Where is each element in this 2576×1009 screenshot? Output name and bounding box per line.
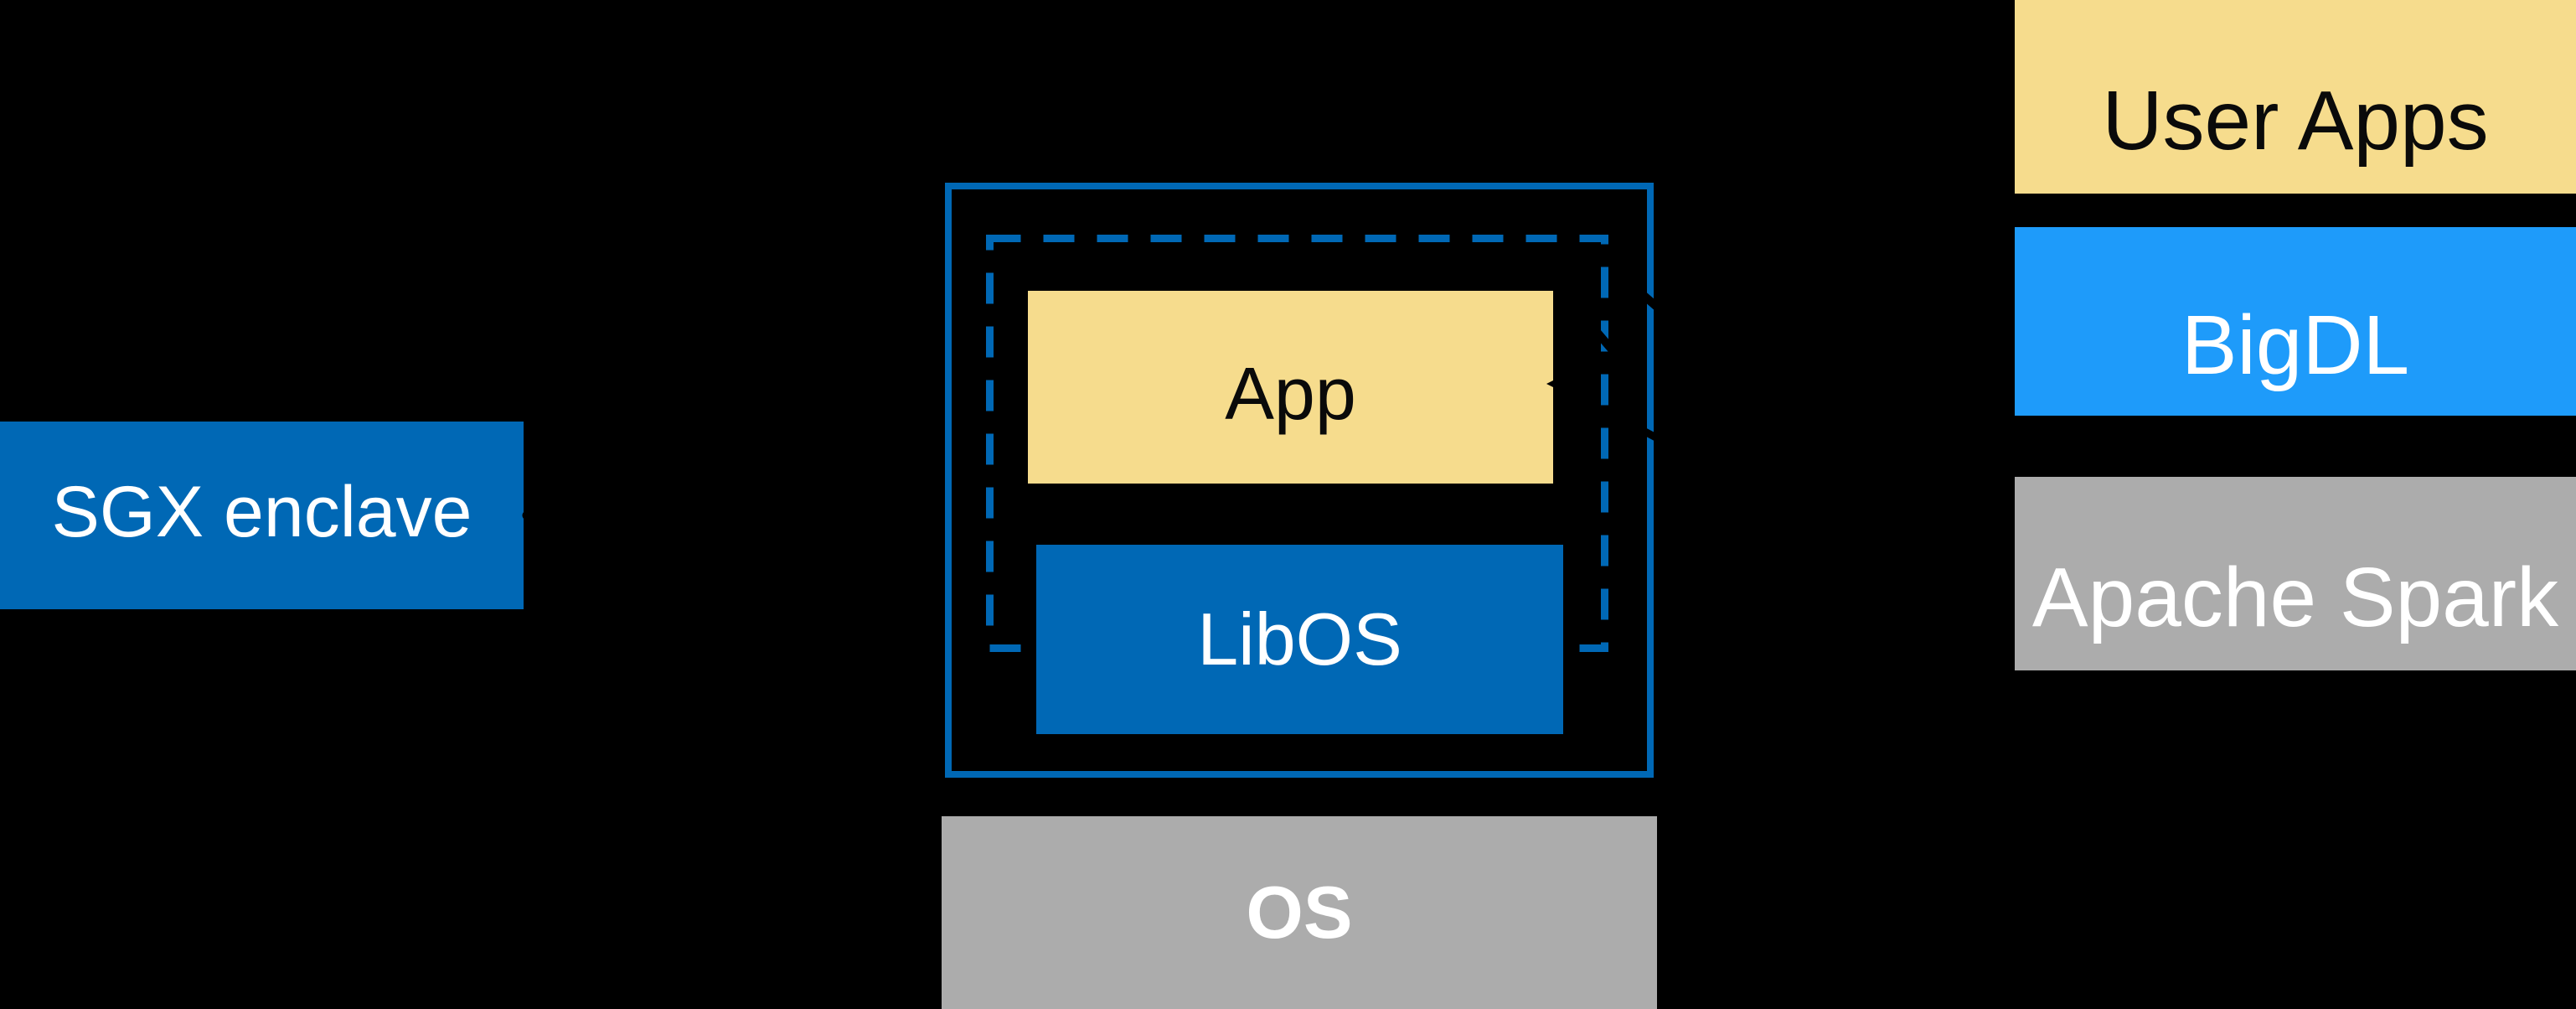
sgx-enclave-label: SGX enclave: [51, 472, 472, 552]
app-box: App: [1028, 291, 1553, 484]
os-box: OS: [942, 816, 1657, 1009]
user-apps-box: User Apps: [2015, 0, 2576, 194]
bigdl-label: BigDL: [2181, 298, 2410, 392]
enclave-dashed-boundary: [986, 235, 1608, 652]
os-label: OS: [1246, 871, 1353, 954]
sgx-enclave-box: SGX enclave: [0, 422, 524, 609]
libos-box: LibOS: [1036, 545, 1563, 734]
apache-spark-label: Apache Spark: [2031, 550, 2559, 644]
libos-label: LibOS: [1197, 598, 1402, 680]
apache-spark-box: Apache Spark: [2015, 477, 2576, 670]
app-label: App: [1225, 352, 1356, 435]
user-apps-label: User Apps: [2102, 73, 2489, 168]
enclave-outer-box: [945, 183, 1654, 778]
bigdl-box: BigDL: [2015, 227, 2576, 416]
